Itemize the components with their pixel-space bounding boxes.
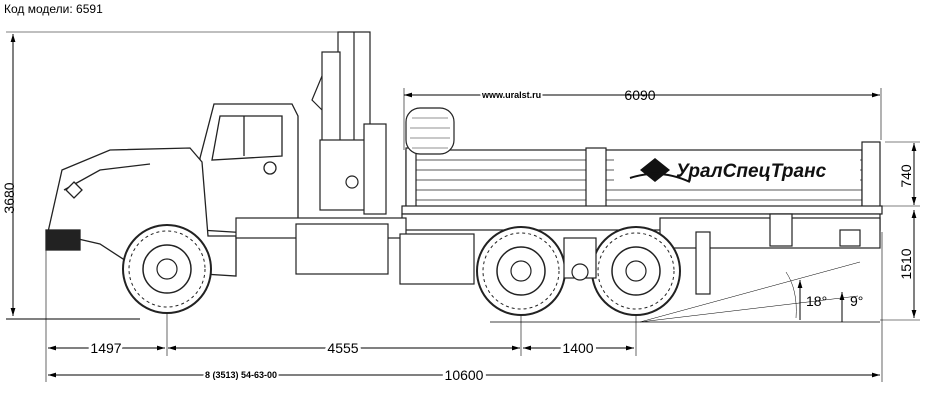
wheel-front [122,224,212,314]
spare-wheel [405,107,455,155]
dim-frame-height: 1510 [898,248,914,279]
brand-logo: УралСпецТранс [614,156,860,184]
dim-body-length: 6090 [624,87,655,103]
chassis [235,213,881,295]
brand-name: УралСпецТранс [676,161,827,182]
dim-front-overhang: 1497 [90,340,121,356]
website-label: www.uralst.ru [481,90,541,100]
cab [45,103,299,277]
model-code-label: Код модели: 6591 [4,2,103,16]
dim-wheelbase: 4555 [327,340,358,356]
rear-axle-housing [563,237,597,281]
wheel-rear-2 [591,226,681,316]
dim-axle-spacing: 1400 [562,340,593,356]
dim-side-height: 740 [898,164,914,188]
phone-label: 8 (3513) 54-63-00 [205,370,277,380]
dim-angle-18: 18° [806,293,827,309]
wheel-rear-1 [476,226,566,316]
dim-total-length: 10600 [445,367,484,383]
cargo-body [401,141,883,231]
dim-total-height: 3680 [1,182,17,213]
dim-angle-9: 9° [850,293,863,309]
crane [311,31,387,215]
dimension-lines [6,31,920,382]
